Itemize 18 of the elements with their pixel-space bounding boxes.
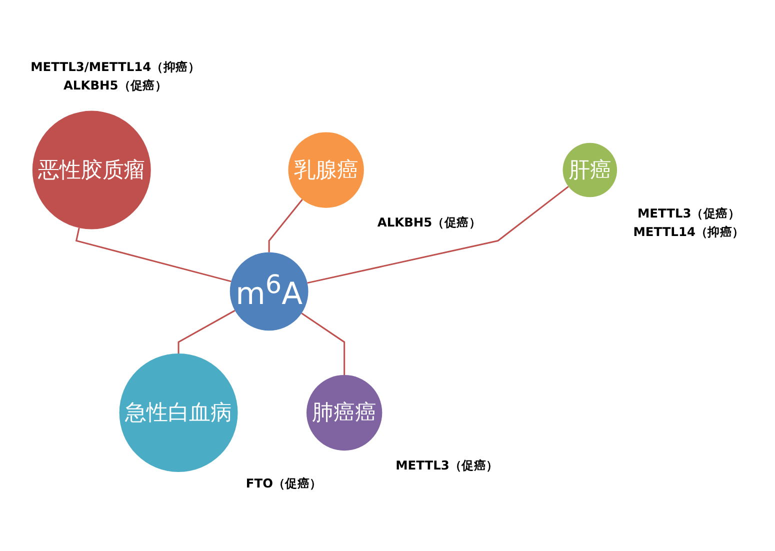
node-circle: 急性白血病 — [119, 354, 238, 472]
node-circle: 乳腺癌 — [288, 132, 364, 208]
connector — [301, 312, 346, 375]
node-label: ALKBH5（促癌） — [63, 78, 168, 92]
node-label: METTL14（抑癌） — [633, 224, 744, 239]
connector — [75, 228, 232, 282]
node-circle: 恶性胶质瘤 — [32, 110, 151, 230]
node-circle: m$^{6}$A — [230, 252, 308, 331]
connector — [268, 199, 303, 252]
node-circle: 肝癌 — [562, 142, 618, 198]
node-label: ALKBH5（促癌） — [377, 215, 482, 230]
connector — [178, 310, 236, 354]
node-label: METTL3（促癌） — [396, 458, 498, 472]
connector — [307, 186, 569, 284]
node-label: METTL3/METTL14（抑癌） — [30, 60, 200, 74]
node-label: FTO（促癌） — [246, 476, 322, 491]
node-label: METTL3（促癌） — [637, 206, 740, 221]
node-circle: 肺癌癌 — [306, 374, 382, 451]
